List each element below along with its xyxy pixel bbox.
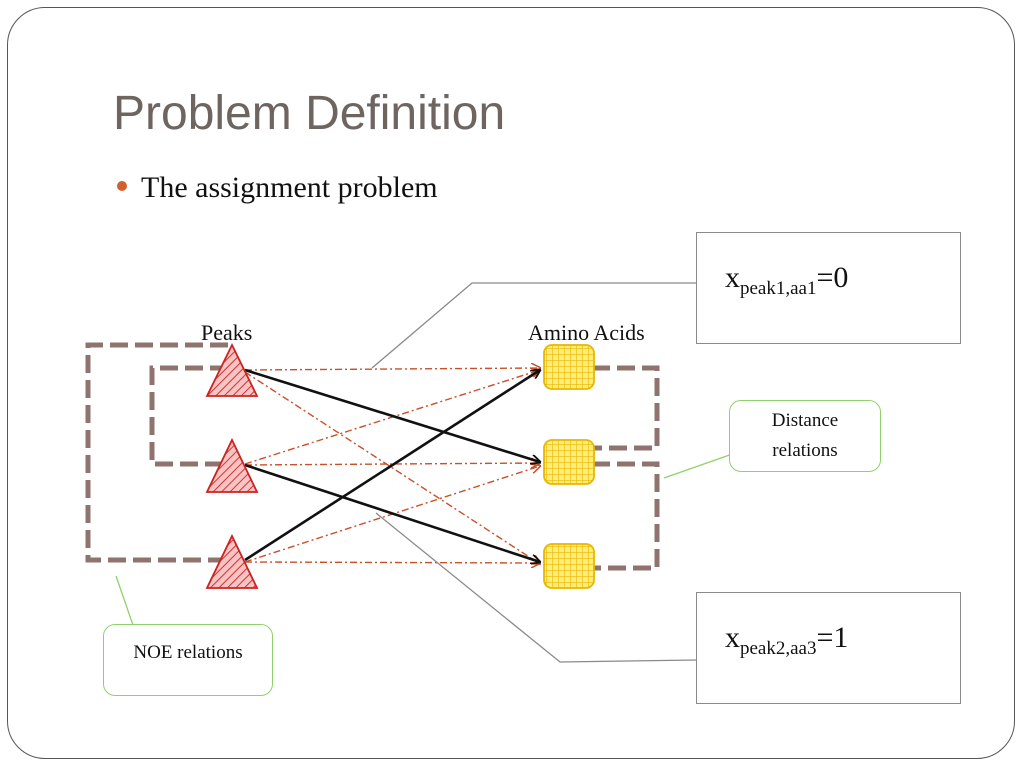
variable-1-expression: xpeak1,aa1=0 [725, 261, 849, 299]
distance-relations-callout: Distance relations [729, 400, 881, 472]
noe-pointer [115, 575, 160, 629]
amino-acids-label: Amino Acids [528, 320, 645, 345]
peak-3-node [205, 533, 259, 589]
peak-2-node [205, 437, 259, 493]
noe-relation-inner [149, 365, 228, 467]
var2-pointer [375, 512, 698, 663]
assignment-p1-a2 [244, 368, 540, 462]
distance-callout-line-2: relations [772, 440, 838, 461]
amino-acid-2-node [543, 439, 595, 485]
candidate-p2-a2 [244, 463, 540, 465]
distance-relation-upper [592, 365, 660, 451]
assignment-p2-a3 [244, 463, 540, 562]
candidate-p1-a1 [244, 368, 540, 370]
bullet-dot-icon [117, 181, 127, 192]
bullet-text: The assignment problem [141, 171, 438, 204]
candidate-p3-a3 [244, 562, 540, 563]
candidate-p1-a3 [244, 371, 540, 564]
var1-pointer [371, 282, 697, 369]
distance-relation-lower [592, 461, 660, 571]
variable-box-1: xpeak1,aa1=0 [696, 232, 961, 344]
noe-callout-text: NOE relations [133, 642, 243, 663]
noe-relations-callout: NOE relations [103, 624, 273, 696]
peaks-label: Peaks [201, 320, 253, 345]
variable-box-2: xpeak2,aa3=1 [696, 592, 961, 704]
assignment-p3-a1 [244, 370, 540, 562]
slide-frame [7, 7, 1015, 759]
amino-acid-3-node [543, 543, 595, 589]
bullet-item: The assignment problem [117, 171, 438, 205]
variable-2-expression: xpeak2,aa3=1 [725, 621, 849, 659]
peak-1-node [205, 342, 259, 397]
noe-relation-outer [85, 342, 228, 563]
amino-acid-1-node [543, 344, 595, 390]
slide-title: Problem Definition [113, 87, 506, 140]
assignment-arrows [244, 368, 540, 562]
distance-callout-line-1: Distance [771, 410, 839, 431]
